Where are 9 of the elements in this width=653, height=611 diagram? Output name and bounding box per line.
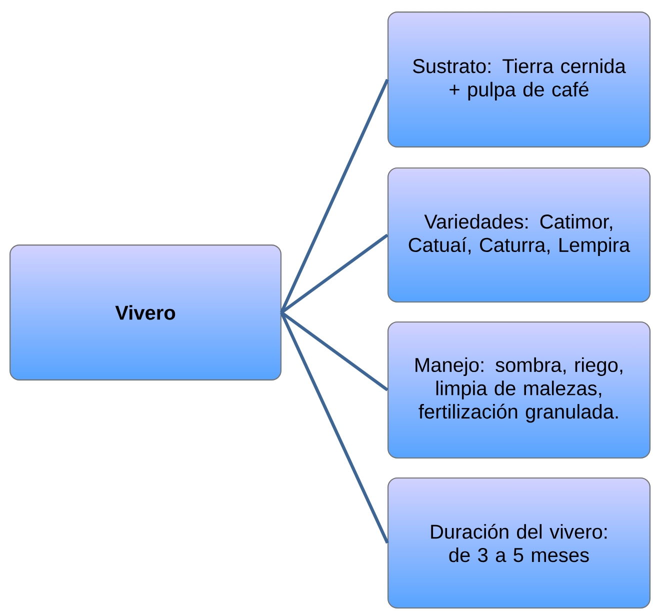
topic-box: Vivero <box>10 244 282 380</box>
detail-box: Sustrato: Tierra cernida + pulpa de café <box>387 12 651 148</box>
connector-line <box>280 311 388 392</box>
detail-box: Variedades: Catimor, Catuaí, Caturra, Lempira <box>387 167 651 303</box>
detail-box: Duración del vivero: de 3 a 5 meses <box>387 477 651 609</box>
connector-line <box>280 78 389 314</box>
connector-line <box>280 312 389 544</box>
detail-box: Manejo: sombra, riego, limpia de malezas, fertilización granulada. <box>387 321 651 459</box>
connector-line <box>280 234 388 314</box>
